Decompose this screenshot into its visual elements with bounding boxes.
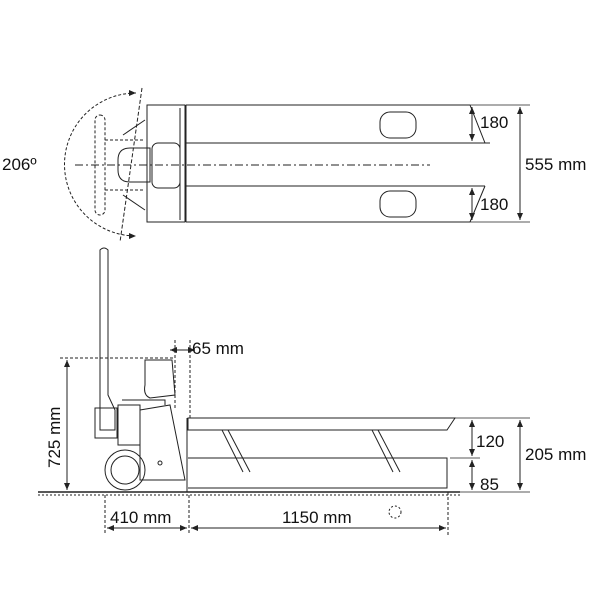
fork-upper-position (187, 417, 456, 431)
scale-display (144, 359, 176, 399)
side-view (38, 247, 530, 535)
wheel (104, 449, 146, 491)
handle-height-label: 725 mm (45, 406, 64, 468)
steering-arc (64, 90, 137, 239)
scale-body (146, 104, 186, 223)
handle (99, 247, 116, 431)
scale-offset-label: 65 mm (192, 339, 244, 358)
lowered-height-label: 85 (480, 475, 499, 494)
lower-fork (186, 185, 486, 223)
steering-angle-label: 206º (2, 155, 37, 174)
top-view (64, 87, 530, 243)
chassis (139, 404, 186, 481)
max-fork-height-label: 205 mm (525, 445, 587, 464)
overall-width-label: 555 mm (525, 155, 587, 174)
lower-fork-width-label: 180 (480, 195, 509, 214)
upper-fork-width-label: 180 (480, 113, 509, 132)
rear-length-label: 410 mm (110, 508, 172, 527)
lift-height-label: 120 (476, 432, 505, 451)
upper-fork (186, 104, 486, 144)
fork-length-label: 1150 mm (282, 508, 352, 527)
fork-lowered (188, 457, 448, 489)
